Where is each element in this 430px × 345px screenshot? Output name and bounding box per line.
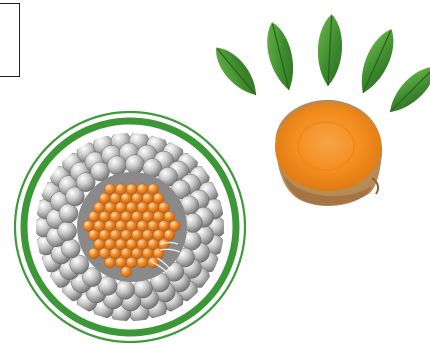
core-sphere	[110, 248, 121, 259]
core-sphere	[110, 211, 121, 222]
shell-sphere	[116, 280, 135, 299]
core-sphere	[148, 221, 159, 232]
core-sphere	[99, 230, 110, 241]
core-sphere	[94, 202, 105, 213]
core-sphere	[126, 257, 137, 268]
turmeric-slice-icon	[275, 100, 382, 206]
core-sphere	[105, 257, 116, 268]
core-sphere	[132, 211, 143, 222]
core-sphere	[88, 230, 99, 241]
core-sphere	[142, 211, 153, 222]
core-sphere	[83, 221, 94, 232]
core-sphere	[169, 221, 180, 232]
core-sphere	[115, 221, 126, 232]
nanoparticle-icon	[15, 112, 245, 342]
core-sphere	[115, 202, 126, 213]
core-sphere	[126, 184, 137, 195]
core-sphere	[137, 184, 148, 195]
core-sphere	[121, 211, 132, 222]
core-sphere	[105, 184, 116, 195]
shell-sphere	[59, 204, 78, 223]
core-sphere	[121, 248, 132, 259]
core-sphere	[126, 202, 137, 213]
core-sphere	[99, 211, 110, 222]
shell-sphere	[125, 155, 144, 174]
core-sphere	[105, 202, 116, 213]
core-sphere	[142, 248, 153, 259]
shell-sphere	[61, 239, 80, 258]
core-sphere	[126, 221, 137, 232]
core-sphere	[99, 248, 110, 259]
core-sphere	[121, 230, 132, 241]
core-sphere	[137, 257, 148, 268]
core-sphere	[153, 211, 164, 222]
core-sphere	[137, 202, 148, 213]
core-sphere	[121, 266, 132, 277]
core-sphere	[110, 230, 121, 241]
core-sphere	[137, 221, 148, 232]
core-sphere	[132, 248, 143, 259]
shell-sphere	[134, 279, 153, 298]
core-sphere	[164, 211, 175, 222]
core-sphere	[148, 202, 159, 213]
core-sphere	[159, 221, 170, 232]
core-sphere	[94, 221, 105, 232]
core-sphere	[88, 248, 99, 259]
core-sphere	[142, 230, 153, 241]
core-sphere	[132, 230, 143, 241]
core-sphere	[159, 202, 170, 213]
core-sphere	[105, 221, 116, 232]
core-sphere	[115, 184, 126, 195]
shell-sphere	[108, 156, 127, 175]
core-sphere	[164, 230, 175, 241]
core-sphere	[153, 230, 164, 241]
core-sphere	[88, 211, 99, 222]
core-sphere	[148, 184, 159, 195]
core-sphere	[115, 257, 126, 268]
shell-sphere	[58, 222, 77, 241]
